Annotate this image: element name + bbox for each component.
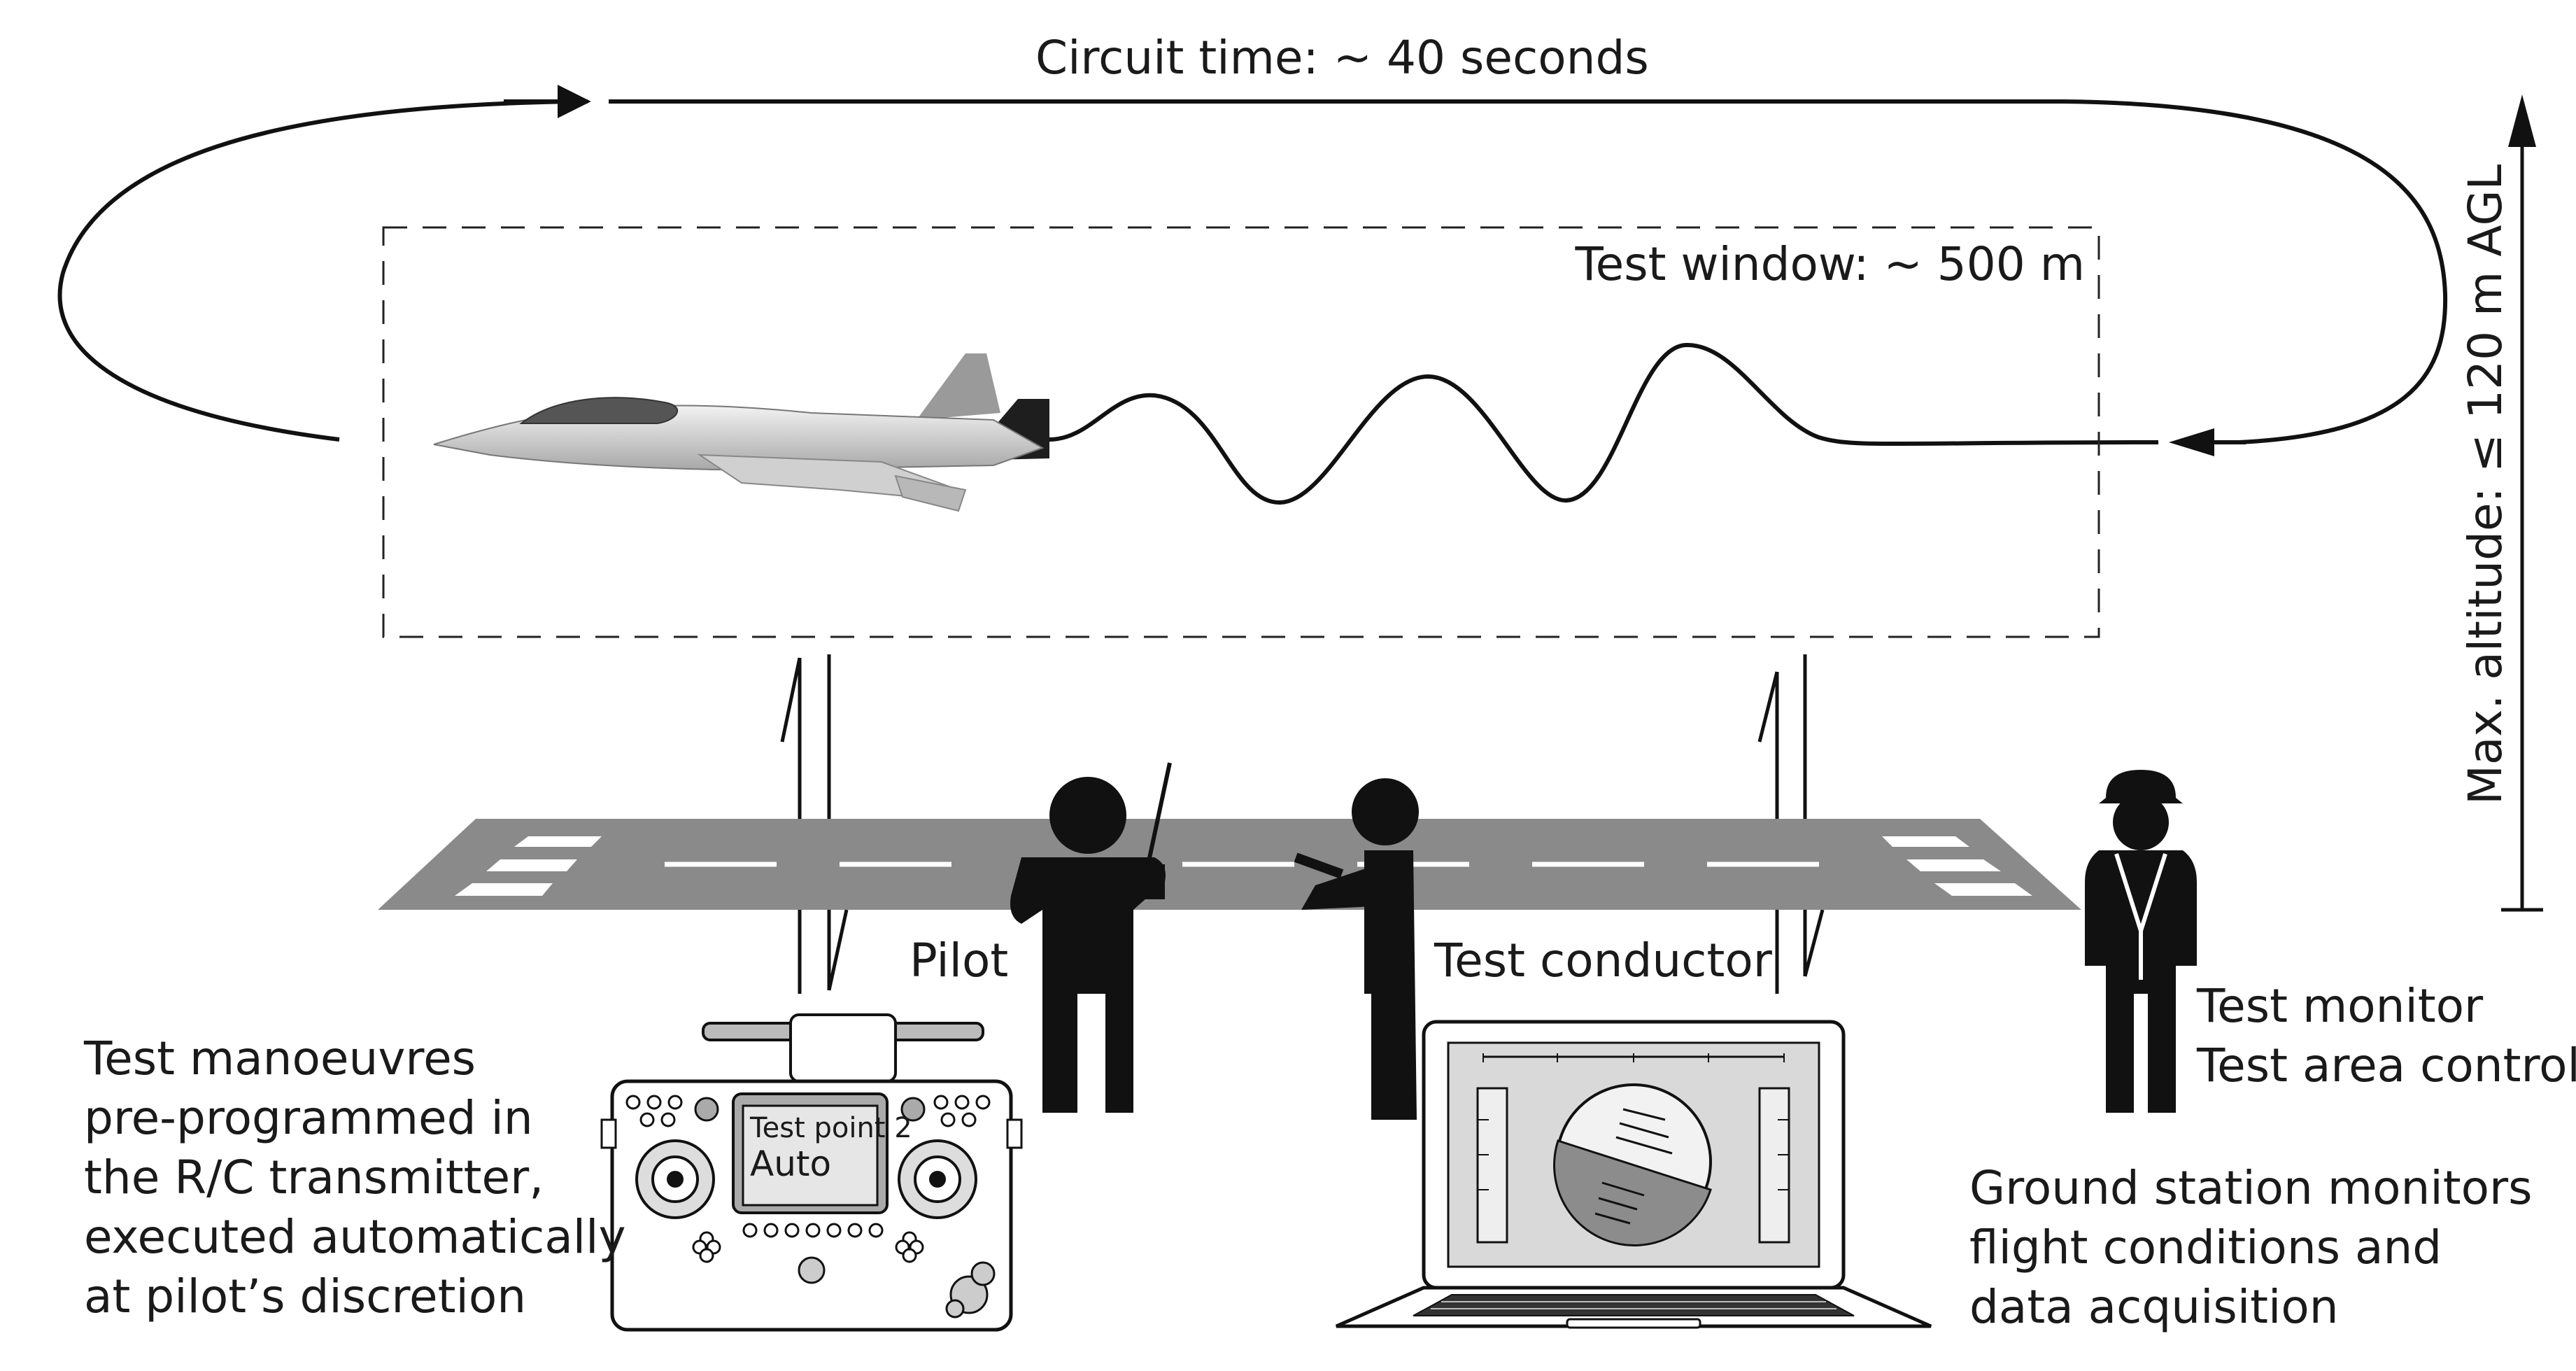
manoeuvres-line-5: at pilot’s discretion [84,1270,526,1323]
runway [378,819,2081,910]
laptop-keyboard [1413,1294,1855,1316]
ground-station-description: Ground station monitors flight condition… [1969,1161,2532,1334]
manoeuvres-line-3: the R/C transmitter, [84,1151,544,1204]
pilot-figure [1010,762,1172,1113]
altitude-bar: Max. altitude: ≤ 120 m AGL [2458,94,2543,912]
test-conductor-label: Test conductor [1434,934,1773,987]
ground-station-line-1: Ground station monitors [1969,1161,2532,1215]
transmitter-screen-line1: Test point 2 [749,1112,912,1144]
manoeuvres-line-1: Test manoeuvres [83,1032,476,1085]
circuit-top-left [57,99,581,442]
hard-hat-icon [2099,770,2183,803]
circuit-right-arrowhead [2169,428,2214,456]
circuit-top-right [609,99,2448,444]
aircraft [433,353,1049,512]
test-monitor-label: Test monitor [2196,979,2484,1033]
manoeuvres-description: Test manoeuvres pre-programmed in the R/… [83,1032,626,1323]
max-altitude-label: Max. altitude: ≤ 120 m AGL [2458,164,2512,805]
circuit-time-label: Circuit time: ~ 40 seconds [1035,31,1649,85]
test-conductor-figure [1294,778,1419,1120]
manoeuvres-line-2: pre-programmed in [84,1091,533,1145]
transmitter-screen-line2: Auto [750,1144,831,1184]
test-monitor-figure [2085,770,2197,1113]
ground-station-line-3: data acquisition [1969,1280,2339,1334]
test-window-box [382,226,2100,638]
test-window-label: Test window: ~ 500 m [1575,237,2085,291]
ground-station-line-2: flight conditions and [1969,1221,2442,1274]
aircraft-vertical-tail-light [917,353,1000,420]
manoeuvre-trajectory [1049,342,2159,505]
ground-station-laptop [1335,1020,1932,1329]
manoeuvres-line-4: executed automatically [84,1210,626,1264]
aircraft-canopy [519,397,679,424]
pilot-label: Pilot [910,934,1008,987]
test-area-control-label: Test area control [2196,1039,2576,1092]
flight-circuit [57,85,2448,505]
rc-transmitter: Test point 2 Auto [600,1013,1023,1332]
